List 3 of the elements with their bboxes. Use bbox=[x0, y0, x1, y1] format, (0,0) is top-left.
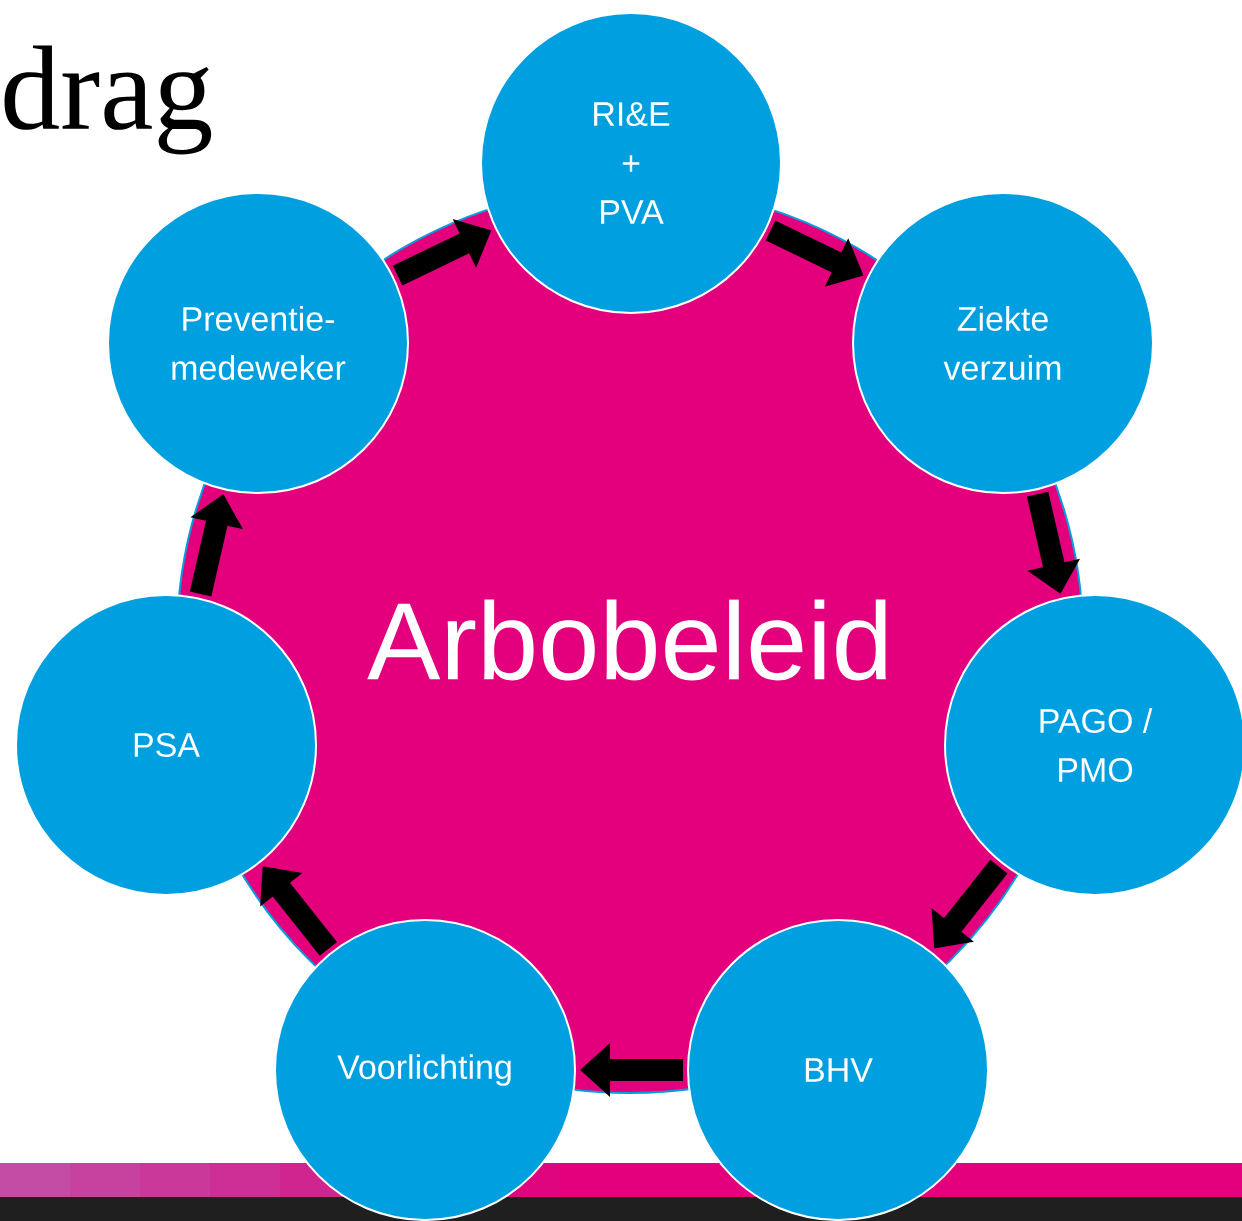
block-arrow bbox=[260, 866, 338, 956]
center-label: Arbobeleid bbox=[367, 599, 886, 681]
title: drag bbox=[4, 45, 212, 155]
